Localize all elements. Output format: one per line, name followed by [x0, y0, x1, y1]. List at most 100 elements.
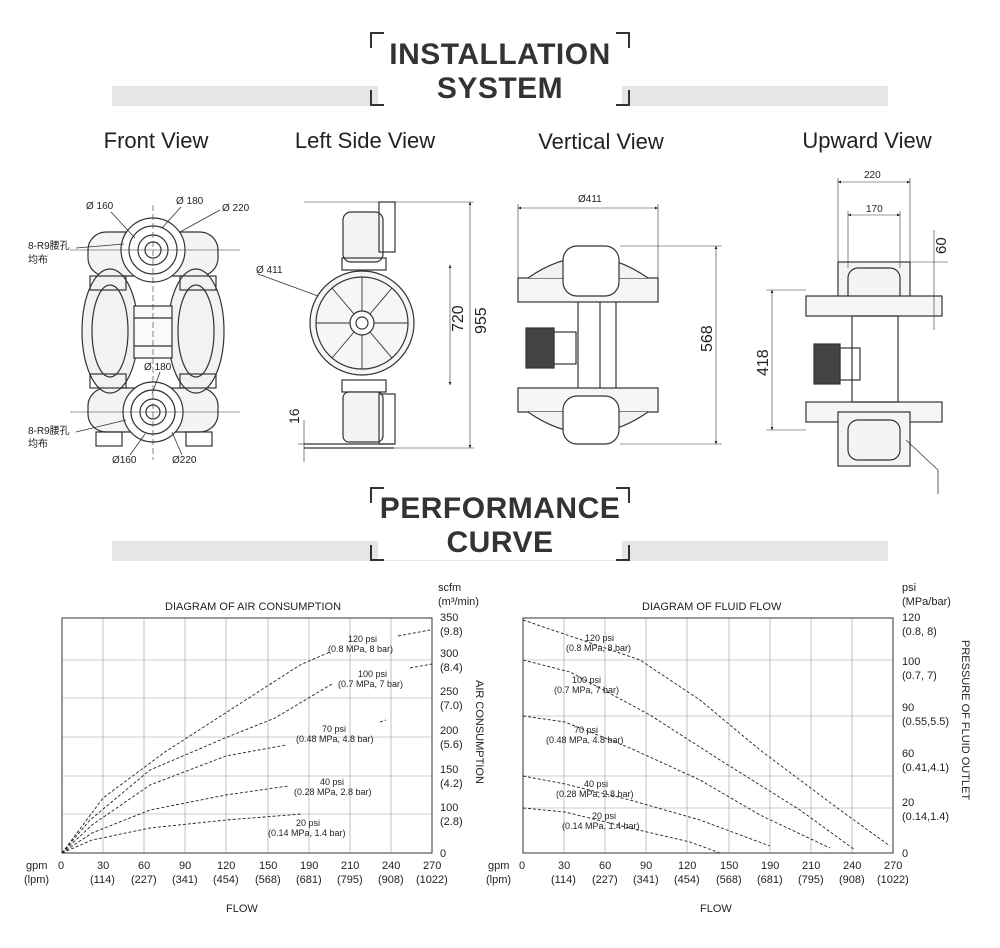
fluid-chart-curves: [522, 619, 891, 854]
air-x-tick: 60: [138, 860, 150, 872]
front-d160-bottom: Ø160: [112, 455, 137, 466]
fluid-y-tick: 90: [902, 702, 914, 714]
fluid-curve-label: (0.28 MPa, 2.8 bar): [556, 789, 634, 799]
air-x-tick2: (227): [131, 874, 157, 886]
fluid-y-tick2: (0.55,5.5): [902, 716, 949, 728]
air-x-tick: 270: [423, 860, 441, 872]
air-x-tick2: (681): [296, 874, 322, 886]
installation-header: INSTALLATION SYSTEM: [378, 38, 622, 106]
fluid-x-tick2: (908): [839, 874, 865, 886]
air-y-tick: 350: [440, 612, 458, 624]
left-h16: 16: [286, 408, 302, 424]
air-y-tick2: (5.6): [440, 739, 463, 751]
performance-title-line1: PERFORMANCE: [379, 492, 621, 525]
header-bracket: [370, 487, 384, 503]
left-h720: 720: [450, 305, 467, 332]
fluid-x-unit1: gpm: [488, 860, 509, 872]
air-x-tick2: (1022): [416, 874, 448, 886]
air-curve-label: (0.8 MPa, 8 bar): [328, 644, 393, 654]
performance-header: PERFORMANCE CURVE: [378, 492, 622, 560]
air-x-tick: 240: [382, 860, 400, 872]
air-chart-curves: [61, 629, 433, 854]
installation-title-line2: SYSTEM: [436, 72, 564, 105]
fluid-chart-grid: [523, 618, 893, 853]
air-y-tick2: (8.4): [440, 662, 463, 674]
air-x-tick: 90: [179, 860, 191, 872]
header-bracket: [616, 545, 630, 561]
fluid-y-tick: 0: [902, 848, 908, 860]
fluid-x-unit2: (lpm): [486, 874, 511, 886]
air-curve-label: (0.28 MPa, 2.8 bar): [294, 787, 372, 797]
air-y-tick2: (4.2): [440, 778, 463, 790]
air-curve-label: 40 psi: [320, 777, 344, 787]
fluid-curve-label: (0.14 MPa, 1.4 bar): [562, 821, 640, 831]
air-axis-label: AIR CONSUMPTION: [473, 680, 485, 784]
fluid-x-tick: 210: [802, 860, 820, 872]
fluid-x-tick: 0: [519, 860, 525, 872]
air-unit2: (m³/min): [438, 596, 479, 608]
air-x-tick: 30: [97, 860, 109, 872]
fluid-y-tick2: (0.14,1.4): [902, 811, 949, 823]
fluid-x-tick: 30: [558, 860, 570, 872]
fluid-x-tick: 60: [599, 860, 611, 872]
air-x-tick2: (454): [213, 874, 239, 886]
fluid-unit1: psi: [902, 582, 916, 594]
left-h955: 955: [473, 307, 490, 334]
performance-title-line2: CURVE: [446, 526, 554, 559]
fluid-x-tick2: (454): [674, 874, 700, 886]
air-x-tick: 190: [300, 860, 318, 872]
air-y-tick: 150: [440, 764, 458, 776]
fluid-y-tick: 120: [902, 612, 920, 624]
upward-h418: 418: [755, 349, 772, 376]
fluid-x-tick2: (1022): [877, 874, 909, 886]
air-chart: DIAGRAM OF AIR CONSUMPTION scfm (m³/min)…: [24, 582, 485, 915]
air-y-tick: 250: [440, 686, 458, 698]
header-bracket: [370, 32, 384, 48]
air-curve-label: 70 psi: [322, 724, 346, 734]
fluid-chart-frame: [522, 617, 894, 854]
header-bracket: [616, 487, 630, 503]
air-x-tick: 150: [259, 860, 277, 872]
fluid-curve-label: (0.8 MPa, 8 bar): [566, 643, 631, 653]
air-chart-frame: [61, 617, 433, 854]
fluid-x-tick: 90: [640, 860, 652, 872]
air-x-tick: 0: [58, 860, 64, 872]
air-curve-label: 120 psi: [348, 634, 377, 644]
header-bracket: [370, 545, 384, 561]
air-x-tick: 210: [341, 860, 359, 872]
air-y-tick2: (9.8): [440, 626, 463, 638]
fluid-y-tick2: (0.7, 7): [902, 670, 937, 682]
front-d220-bottom: Ø220: [172, 455, 197, 466]
fluid-xlabel: FLOW: [700, 903, 732, 915]
air-chart-title: DIAGRAM OF AIR CONSUMPTION: [165, 601, 341, 613]
air-x-unit2: (lpm): [24, 874, 49, 886]
fluid-x-tick: 150: [720, 860, 738, 872]
fluid-chart: DIAGRAM OF FLUID FLOW psi (MPa/bar) PRES…: [486, 582, 971, 915]
header-bracket: [616, 32, 630, 48]
vertical-d411: Ø411: [578, 194, 602, 205]
air-chart-grid: [62, 618, 432, 853]
fluid-x-tick: 190: [761, 860, 779, 872]
vertical-h568: 568: [699, 325, 716, 352]
air-unit1: scfm: [438, 582, 461, 594]
header-bracket: [616, 90, 630, 106]
upward-view-drawing: [766, 178, 948, 494]
front-d180-bottom: Ø 180: [144, 362, 172, 373]
front-view-title: Front View: [103, 128, 209, 153]
fluid-curve-label: 120 psi: [585, 633, 614, 643]
fluid-x-tick2: (227): [592, 874, 618, 886]
fluid-curve-label: 40 psi: [584, 779, 608, 789]
air-x-tick: 120: [217, 860, 235, 872]
air-x-unit1: gpm: [26, 860, 47, 872]
fluid-x-tick2: (681): [757, 874, 783, 886]
fluid-chart-title: DIAGRAM OF FLUID FLOW: [642, 601, 782, 613]
installation-title-line1: INSTALLATION: [389, 38, 611, 71]
fluid-y-tick2: (0.41,4.1): [902, 762, 949, 774]
front-d220-top: Ø 220: [222, 203, 250, 214]
fluid-x-tick: 270: [884, 860, 902, 872]
front-holes-top-1: 8-R9腰孔: [28, 240, 70, 252]
air-y-tick2: (7.0): [440, 700, 463, 712]
front-d180-top: Ø 180: [176, 196, 204, 207]
left-d411: Ø 411: [256, 265, 283, 276]
